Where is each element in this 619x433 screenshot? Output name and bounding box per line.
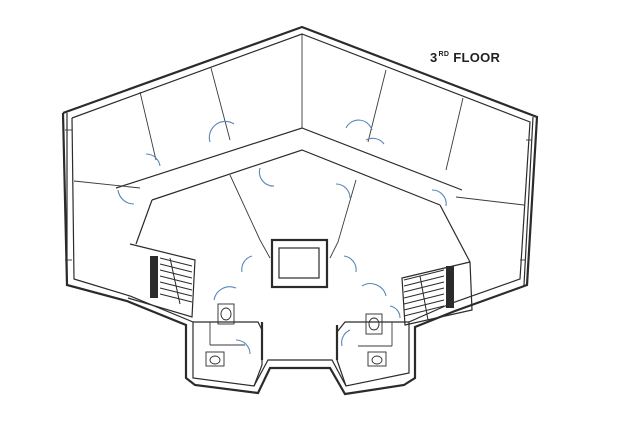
partition-1: [139, 91, 157, 161]
door-swing-7: [335, 183, 351, 199]
west-toilet-icon: [205, 351, 225, 367]
door-swing-4: [258, 167, 275, 187]
elevator-car: [278, 247, 320, 279]
door-swing-15: [389, 305, 401, 319]
door-swing-10: [343, 255, 357, 273]
partition-east-room: [455, 196, 525, 206]
east-toilet-icon: [367, 351, 387, 367]
corridor-wedge-east: [329, 179, 357, 259]
door-swing-2: [117, 189, 135, 205]
corridor-south-wall: [151, 149, 441, 206]
west-core-wall: [135, 199, 153, 245]
exterior-wall-inner: [71, 33, 531, 387]
elevator-shaft: [270, 238, 329, 289]
door-swing-6: [365, 137, 385, 145]
west-stair: [127, 243, 196, 318]
east-stair: [401, 261, 473, 326]
door-swing-14: [341, 329, 351, 347]
west-sink-icon: [217, 303, 235, 325]
room-partitions: [73, 34, 525, 206]
partition-5: [445, 97, 464, 171]
floor-word: FLOOR: [453, 50, 501, 65]
door-swing-9: [241, 255, 253, 273]
door-swing-5: [345, 119, 373, 131]
west-stair-enclosure: [127, 243, 196, 318]
door-swing-12: [361, 283, 387, 297]
east-core-wall: [439, 204, 471, 263]
partition-west-room: [73, 180, 141, 189]
door-swing-8: [431, 189, 447, 207]
east-stair-enclosure: [401, 261, 473, 326]
floor-number: 3: [430, 50, 438, 65]
door-swings: [117, 119, 447, 355]
west-washroom-wall: [193, 321, 263, 387]
partition-2: [210, 67, 231, 141]
door-swing-1: [145, 153, 161, 167]
east-stair-rail: [446, 266, 454, 308]
west-stair-rail: [150, 256, 158, 298]
window-marks: [65, 129, 532, 261]
door-swing-13: [235, 339, 251, 355]
floor-ordinal-suffix: RD: [438, 51, 450, 58]
door-swing-11: [213, 286, 237, 301]
west-washroom: [193, 303, 264, 387]
east-wall-double: [523, 116, 534, 286]
east-sink-icon: [365, 313, 383, 335]
elevator-core: [270, 238, 329, 289]
corridor-wedge-west: [229, 174, 271, 259]
door-swing-3: [208, 120, 235, 143]
corridor-north-wall: [115, 127, 463, 191]
corridor-walls: [115, 127, 471, 263]
exterior-wall-outer: [61, 25, 539, 396]
partition-4: [367, 69, 387, 143]
outer-walls: [61, 25, 539, 396]
east-washroom: [335, 313, 409, 387]
